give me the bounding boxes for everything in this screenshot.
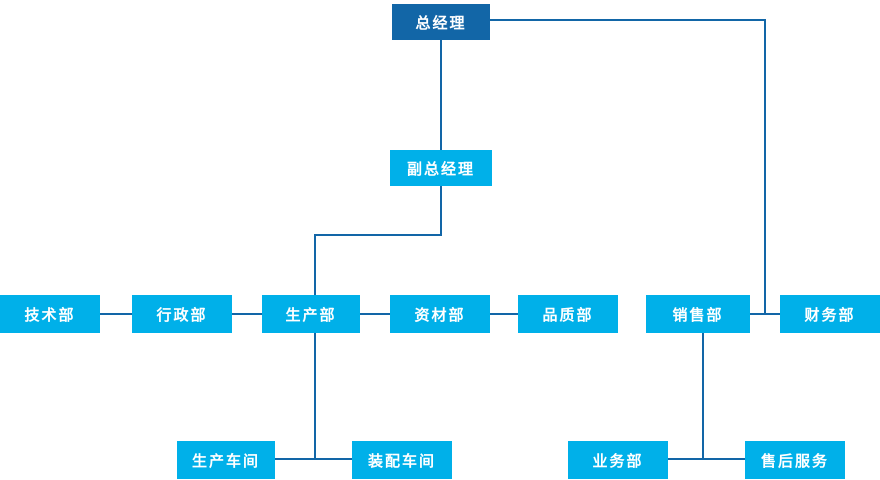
connector-sales-children-h bbox=[668, 458, 745, 460]
node-assembly-workshop: 装配车间 bbox=[352, 441, 452, 479]
connector-elbow-production-v bbox=[314, 234, 316, 295]
node-after-sales-service: 售后服务 bbox=[745, 441, 845, 479]
connector-deputy-elbow-h bbox=[314, 234, 442, 236]
connector-production-materials-h bbox=[360, 313, 390, 315]
connector-gm-deputy-v bbox=[440, 40, 442, 150]
connector-tech-admin-h bbox=[100, 313, 132, 315]
node-business-dept: 业务部 bbox=[568, 441, 668, 479]
node-technology-dept: 技术部 bbox=[0, 295, 100, 333]
connector-admin-production-h bbox=[232, 313, 262, 315]
connector-sales-drop-v bbox=[702, 333, 704, 459]
node-production-workshop: 生产车间 bbox=[177, 441, 275, 479]
connector-workshops-h bbox=[275, 458, 352, 460]
node-production-dept: 生产部 bbox=[262, 295, 360, 333]
node-sales-dept: 销售部 bbox=[646, 295, 750, 333]
node-administration-dept: 行政部 bbox=[132, 295, 232, 333]
connector-deputy-drop-v bbox=[440, 186, 442, 236]
connector-materials-quality-h bbox=[490, 313, 518, 315]
connector-production-drop-v bbox=[314, 333, 316, 459]
connector-gm-right-v bbox=[764, 19, 766, 315]
node-general-manager: 总经理 bbox=[392, 4, 490, 40]
connector-gm-top-h bbox=[490, 19, 766, 21]
node-finance-dept: 财务部 bbox=[780, 295, 880, 333]
node-quality-dept: 品质部 bbox=[518, 295, 618, 333]
node-materials-dept: 资材部 bbox=[390, 295, 490, 333]
node-deputy-general-manager: 副总经理 bbox=[390, 150, 492, 186]
connector-sales-finance-h bbox=[750, 313, 780, 315]
